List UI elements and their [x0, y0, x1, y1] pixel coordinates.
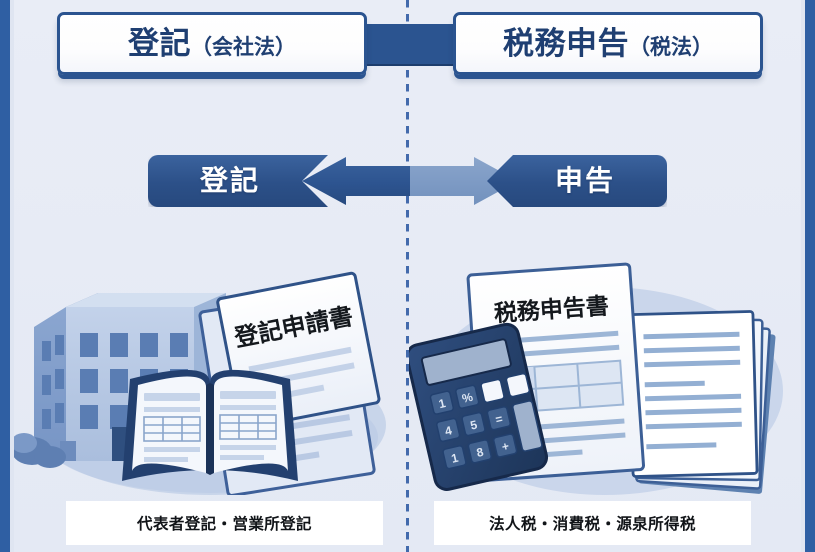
header-sub-tax-filing: （税法）: [629, 36, 713, 59]
svg-text:4: 4: [444, 423, 454, 438]
svg-text:%: %: [461, 390, 475, 406]
right-edge-rail: [805, 0, 815, 552]
svg-text:1: 1: [437, 396, 447, 411]
header-sub-registration: （会社法）: [191, 36, 296, 59]
bidirectional-arrow-icon: [300, 157, 520, 205]
center-dashed-divider: [406, 0, 409, 552]
flow-pill-label-filing: 申告: [554, 165, 615, 196]
header-text-registration: 登記（会社法）: [128, 28, 296, 59]
caption-box-registration: 代表者登記・営業所登記: [66, 501, 383, 545]
svg-text:5: 5: [469, 417, 479, 432]
flow-band: 登記: [0, 155, 815, 207]
caption-text-registration: 代表者登記・営業所登記: [137, 516, 312, 533]
flow-pill-registration: 登記: [148, 155, 328, 207]
illustration-tax-filing: 税務申告書: [409, 255, 801, 495]
flow-pill-label-registration: 登記: [199, 165, 260, 196]
header-text-tax-filing: 税務申告（税法）: [503, 28, 713, 59]
svg-text:+: +: [500, 439, 510, 454]
svg-text:=: =: [494, 412, 504, 427]
caption-box-tax-filing: 法人税・消費税・源泉所得税: [434, 501, 751, 545]
header-main-registration: 登記: [128, 26, 191, 61]
header-connector-block: [365, 24, 457, 64]
left-edge-rail: [0, 0, 10, 552]
svg-text:8: 8: [475, 445, 485, 460]
left-edge-inner-gap: [10, 0, 14, 552]
header-box-registration: 登記（会社法）: [57, 12, 367, 75]
svg-text:1: 1: [450, 451, 460, 466]
caption-text-tax-filing: 法人税・消費税・源泉所得税: [489, 516, 696, 533]
illustration-registration: 登記申請書: [14, 255, 406, 495]
right-edge-inner-gap: [801, 0, 805, 552]
header-main-tax-filing: 税務申告: [503, 26, 629, 61]
header-box-tax-filing: 税務申告（税法）: [453, 12, 763, 75]
flow-pill-filing: 申告: [487, 155, 667, 207]
